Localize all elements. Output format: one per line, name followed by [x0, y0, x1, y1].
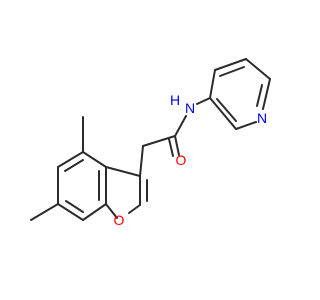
bond	[209, 97, 237, 130]
bond	[262, 78, 271, 110]
bond	[82, 151, 107, 168]
bond	[105, 166, 141, 177]
structure-canvas: O N H N O	[30, 58, 271, 228]
bond	[256, 84, 263, 107]
bond	[214, 58, 247, 71]
bond	[82, 203, 107, 221]
bond	[128, 204, 141, 214]
atom-nitrogen-amide: N	[185, 100, 195, 116]
bond	[235, 121, 257, 130]
bond	[105, 203, 118, 219]
bond	[219, 66, 245, 77]
bond	[174, 115, 187, 137]
bond	[30, 203, 59, 221]
bond	[216, 98, 237, 122]
atom-nitrogen-pyridine: N	[257, 110, 267, 126]
molecule-structure: O N H N O	[30, 58, 271, 228]
bond	[196, 97, 211, 105]
bond	[174, 135, 180, 156]
bond	[65, 200, 84, 213]
bond	[139, 145, 144, 177]
bond	[142, 135, 176, 147]
atom-oxygen-furan: O	[114, 212, 125, 228]
bond	[209, 69, 216, 99]
bond	[168, 138, 174, 157]
bond	[57, 151, 84, 168]
bond	[57, 203, 84, 221]
bond	[245, 58, 271, 80]
atom-oxygen-carbonyl: O	[176, 152, 187, 168]
atom-hydrogen-amide: H	[170, 92, 180, 108]
bond	[64, 159, 84, 172]
